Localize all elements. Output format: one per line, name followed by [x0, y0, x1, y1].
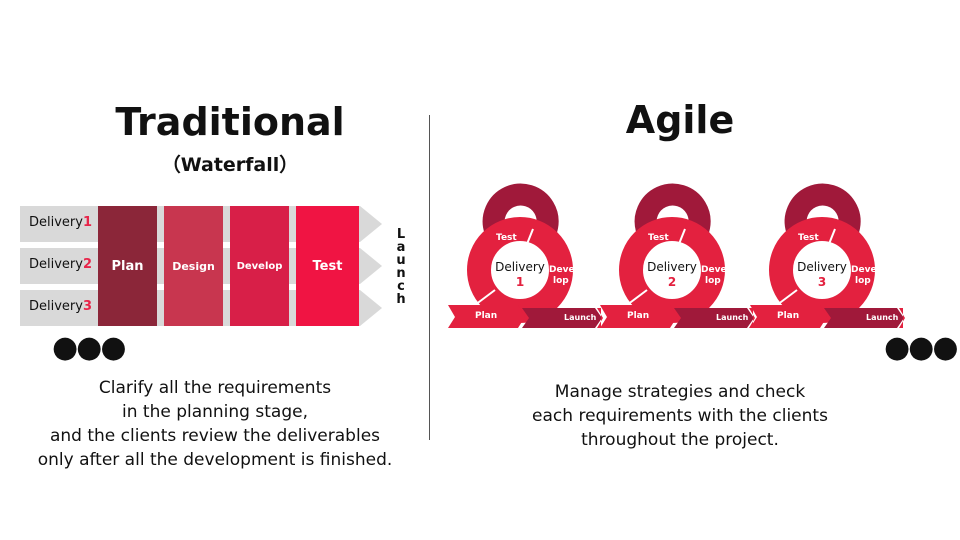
delivery-number: 1	[515, 275, 525, 289]
cycle-graphic	[750, 183, 905, 328]
delivery-number: 2	[82, 257, 93, 272]
develop-label-2: lop	[855, 276, 871, 286]
description-line: each requirements with the clients	[532, 406, 828, 426]
launch-arrow	[674, 308, 754, 328]
arrow-tip	[360, 206, 382, 242]
agile-cycle-2: Test Delivery 2 Deve lop Plan Launch	[597, 180, 757, 335]
test-label: Test	[496, 233, 517, 243]
launch-label: Launch	[716, 313, 749, 322]
develop-label-1: Deve	[851, 265, 877, 275]
delivery-label: Delivery	[29, 257, 83, 272]
agile-title: Agile	[625, 98, 735, 142]
test-label: Test	[648, 233, 669, 243]
traditional-description: Clarify all the requirements in the plan…	[20, 376, 410, 472]
next-arrow	[597, 308, 603, 328]
phase-plan: Plan	[98, 206, 157, 326]
description-line: Manage strategies and check	[554, 382, 806, 402]
delivery-label: Delivery	[29, 215, 83, 230]
description-line: in the planning stage,	[122, 402, 308, 422]
delivery-label: Delivery	[797, 260, 847, 274]
agile-cycle-1: Test Delivery 1 Deve lop Plan Launch	[445, 180, 605, 335]
delivery-number: 3	[82, 299, 93, 314]
more-dots: ●●●	[884, 330, 959, 365]
ring-separator	[828, 228, 836, 245]
launch-label: Launch	[866, 313, 899, 322]
delivery-label: Delivery	[29, 299, 83, 314]
develop-label-1: Deve	[549, 265, 575, 275]
develop-label-1: Deve	[701, 265, 727, 275]
plan-label: Plan	[777, 311, 800, 321]
more-dots: ●●●	[52, 330, 127, 365]
launch-arrow	[824, 308, 904, 328]
description-line: throughout the project.	[581, 430, 779, 450]
phase-test: Test	[296, 206, 359, 326]
ring-separator	[474, 289, 496, 306]
ring-separator	[678, 228, 686, 245]
develop-label-2: lop	[553, 276, 569, 286]
plan-label: Plan	[475, 311, 498, 321]
traditional-title: Traditional	[115, 100, 345, 144]
phase-design: Design	[164, 206, 223, 326]
plan-label: Plan	[627, 311, 650, 321]
ring-separator	[626, 289, 648, 306]
plan-arrow	[750, 305, 827, 328]
launch-arrow	[522, 308, 602, 328]
next-arrow	[749, 308, 755, 328]
agile-description: Manage strategies and check each require…	[500, 380, 860, 452]
arrow-tip	[360, 290, 382, 326]
delivery-number: 3	[817, 275, 827, 289]
next-arrow	[899, 308, 905, 328]
launch-label: Launch	[564, 313, 597, 322]
plan-arrow	[448, 305, 525, 328]
description-line: Clarify all the requirements	[98, 378, 332, 398]
cycle-graphic	[448, 183, 603, 328]
description-line: only after all the development is finish…	[37, 450, 393, 470]
description-line: and the clients review the deliverables	[49, 426, 381, 446]
delivery-label: Delivery	[647, 260, 697, 274]
ring-separator	[776, 289, 798, 306]
agile-cycle-3: Test Delivery 3 Deve lop Plan Launch	[747, 180, 907, 335]
test-label: Test	[798, 233, 819, 243]
ring-separator	[526, 228, 534, 245]
develop-label-2: lop	[705, 276, 721, 286]
delivery-label: Delivery	[495, 260, 545, 274]
delivery-number: 2	[667, 275, 677, 289]
phase-develop: Develop	[230, 206, 289, 326]
delivery-number: 1	[82, 215, 93, 230]
traditional-subtitle: （Waterfall）	[161, 154, 299, 176]
arrow-tip	[360, 248, 382, 284]
divider	[429, 115, 430, 440]
launch-label: Launch	[396, 227, 406, 307]
cycle-graphic	[600, 183, 755, 328]
plan-arrow	[600, 305, 677, 328]
